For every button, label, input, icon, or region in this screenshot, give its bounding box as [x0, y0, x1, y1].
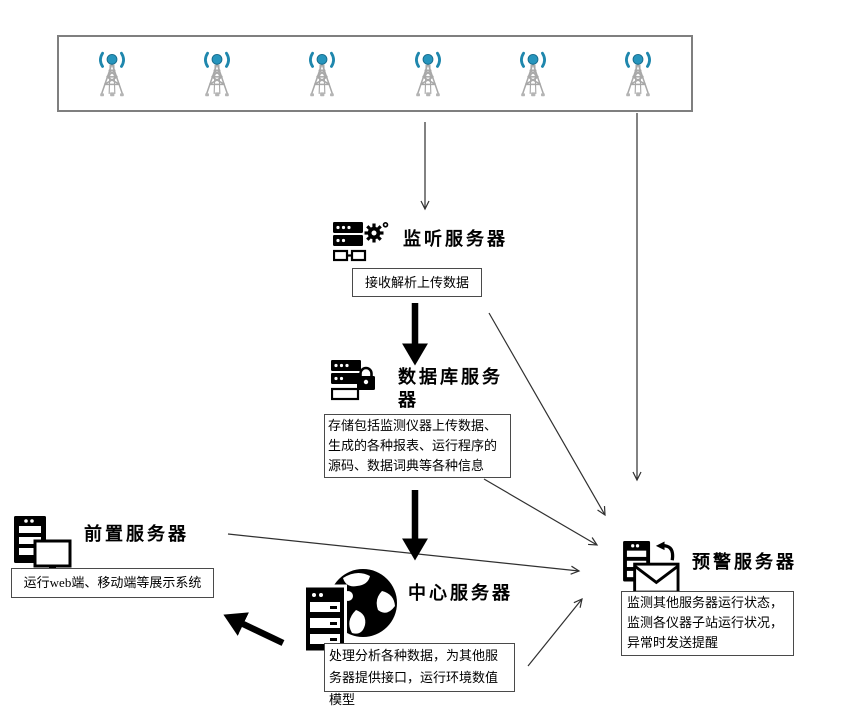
listening-server-desc: 接收解析上传数据 — [352, 268, 482, 297]
database-server-desc: 存储包括监测仪器上传数据、生成的各种报表、运行程序的源码、数据词典等各种信息 — [324, 414, 511, 478]
server-mail-icon — [623, 541, 681, 600]
radio-tower-icon — [516, 50, 550, 98]
radio-tower-icon — [411, 50, 445, 98]
arrow-central-to-warning — [527, 597, 583, 667]
server-lock-icon — [330, 360, 387, 413]
arrow-central-to-front — [223, 612, 285, 646]
server-globe-icon — [303, 566, 400, 659]
warning-server-title: 预警服务器 — [692, 552, 797, 572]
radio-tower-icon — [305, 50, 339, 98]
radio-tower-icon — [621, 50, 655, 98]
listening-server-title: 监听服务器 — [403, 229, 508, 249]
monitor-stations-box — [57, 35, 693, 112]
arrow-database-to-warning — [483, 478, 599, 546]
central-server-title: 中心服务器 — [408, 583, 513, 603]
arrow-front-to-warning — [227, 533, 581, 575]
central-server-desc: 处理分析各种数据，为其他服务器提供接口，运行环境数值模型 — [324, 643, 515, 707]
server-monitor-icon — [14, 516, 72, 577]
front-server-desc: 运行web端、移动端等展示系统 — [11, 568, 214, 598]
server-gear-icon — [332, 221, 395, 271]
warning-server-desc: 监测其他服务器运行状态，监测各仪器子站运行状况，异常时发送提醒 — [621, 591, 794, 656]
front-server-title: 前置服务器 — [84, 524, 189, 544]
radio-tower-icon — [200, 50, 234, 98]
database-server-title: 数据库服务器 — [398, 367, 503, 410]
radio-tower-icon — [95, 50, 129, 98]
